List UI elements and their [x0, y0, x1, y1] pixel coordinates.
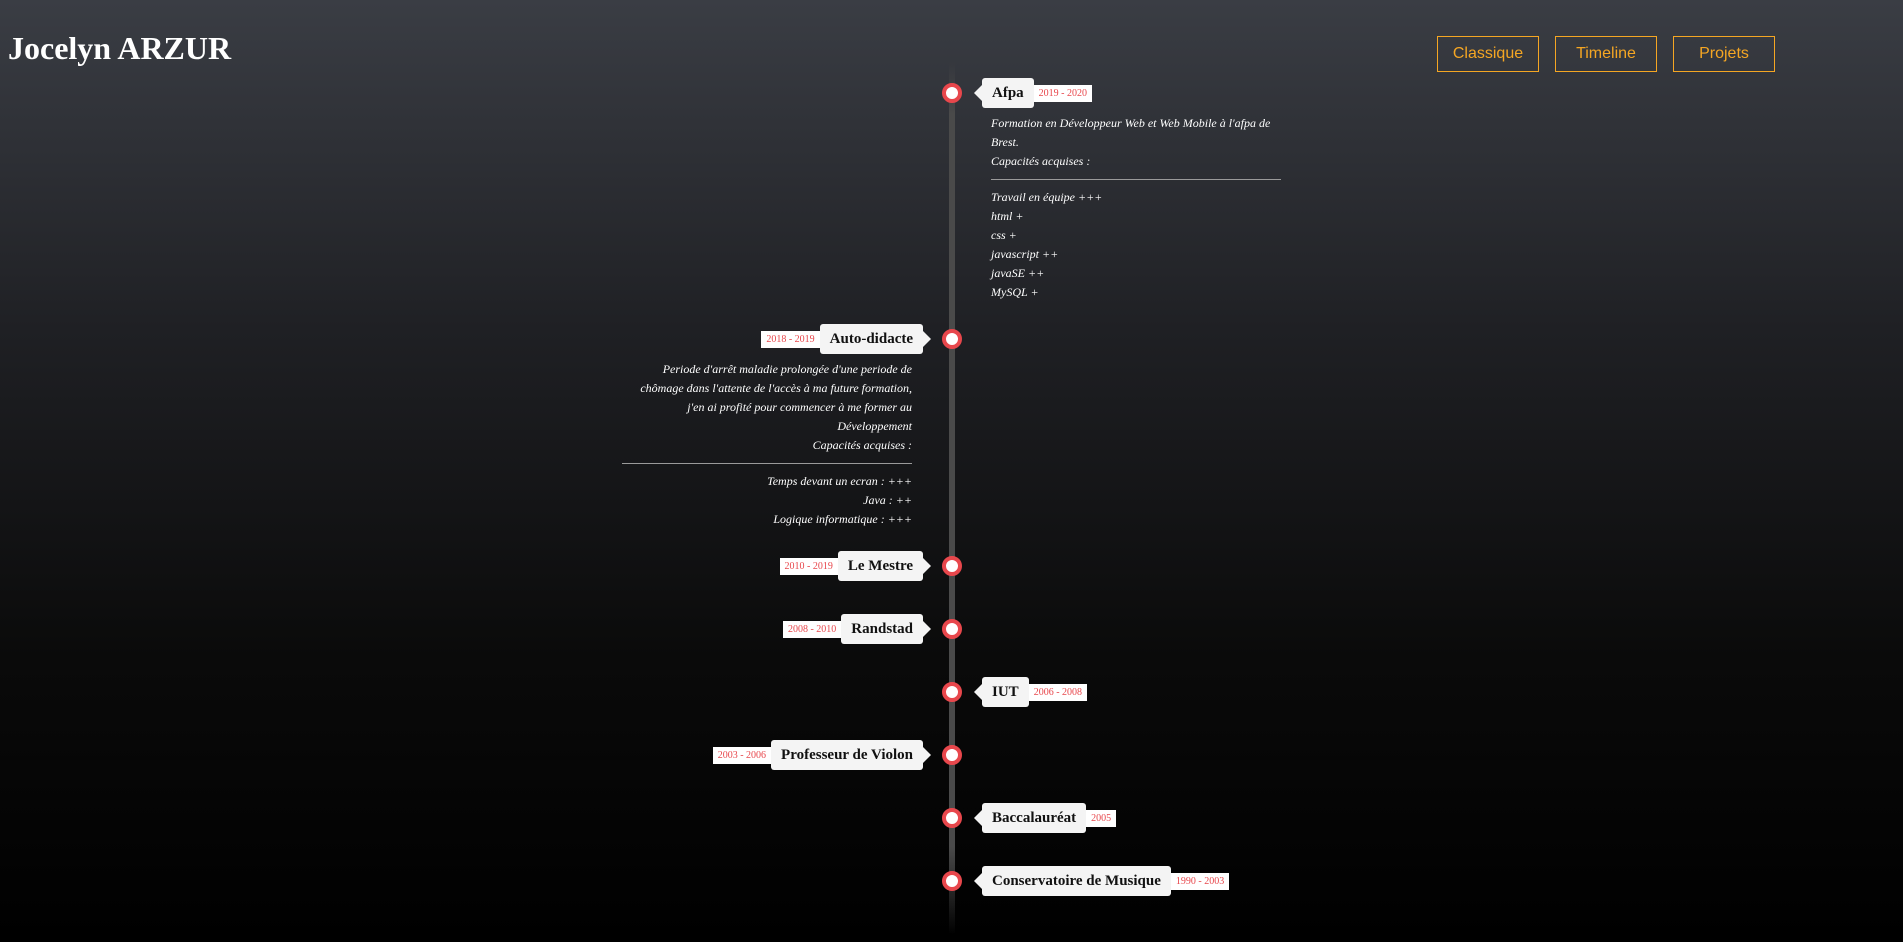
entry-date: 2006 - 2008: [1028, 683, 1088, 701]
skill-item: html +: [991, 209, 1024, 223]
description-line: chômage dans l'attente de l'accès à ma f…: [640, 381, 912, 395]
timeline-dot-iut: [942, 682, 962, 702]
nav-classique-button[interactable]: Classique: [1437, 36, 1539, 72]
timeline-entry-randstad[interactable]: 2008 - 2010 Randstad: [782, 614, 931, 644]
description-line: Brest.: [991, 135, 1019, 149]
entry-title: Baccalauréat: [973, 803, 1087, 833]
timeline-entry-bac[interactable]: Baccalauréat 2005: [973, 803, 1117, 833]
entry-date: 1990 - 2003: [1170, 872, 1230, 890]
timeline-entry-lemestre[interactable]: 2010 - 2019 Le Mestre: [779, 551, 932, 581]
entry-date: 2005: [1086, 809, 1117, 827]
skill-item: css +: [991, 228, 1017, 242]
description-line: Formation en Développeur Web et Web Mobi…: [991, 116, 1271, 130]
page-title: Jocelyn ARZUR: [8, 30, 232, 66]
timeline-line: [949, 62, 955, 934]
entry-title: Professeur de Violon: [771, 740, 931, 770]
entry-date: 2019 - 2020: [1033, 84, 1093, 102]
capacities-label: Capacités acquises :: [812, 438, 912, 452]
divider: [622, 463, 912, 464]
entry-description-autodidacte: Periode d'arrêt maladie prolongée d'une …: [622, 360, 912, 529]
divider: [991, 179, 1281, 180]
description-line: Periode d'arrêt maladie prolongée d'une …: [662, 362, 912, 376]
skill-item: Logique informatique : +++: [773, 512, 912, 526]
entry-description-afpa: Formation en Développeur Web et Web Mobi…: [991, 114, 1281, 302]
timeline-dot-violon: [942, 745, 962, 765]
entry-title: Afpa: [974, 78, 1034, 108]
timeline-dot-bac: [942, 808, 962, 828]
entry-title: Auto-didacte: [819, 324, 932, 354]
skill-item: Java : ++: [863, 493, 912, 507]
timeline-dot-lemestre: [942, 556, 962, 576]
skill-item: Temps devant un ecran : +++: [767, 474, 912, 488]
timeline-dot-autodidacte: [942, 329, 962, 349]
entry-date: 2003 - 2006: [712, 746, 772, 764]
capacities-label: Capacités acquises :: [991, 154, 1091, 168]
skill-item: javaSE ++: [991, 266, 1045, 280]
skill-item: javascript ++: [991, 247, 1059, 261]
timeline-dot-afpa: [942, 83, 962, 103]
timeline-entry-autodidacte[interactable]: 2018 - 2019 Auto-didacte: [761, 324, 932, 354]
timeline-dot-randstad: [942, 619, 962, 639]
nav-timeline-button[interactable]: Timeline: [1555, 36, 1657, 72]
timeline-entry-iut[interactable]: IUT 2006 - 2008: [974, 677, 1088, 707]
entry-title: IUT: [974, 677, 1029, 707]
timeline-entry-conservatoire[interactable]: Conservatoire de Musique 1990 - 2003: [974, 866, 1230, 896]
timeline-entry-afpa[interactable]: Afpa 2019 - 2020: [974, 78, 1093, 108]
top-nav: Classique Timeline Projets: [1437, 36, 1775, 72]
skill-item: Travail en équipe +++: [991, 190, 1103, 204]
nav-projets-button[interactable]: Projets: [1673, 36, 1775, 72]
entry-title: Randstad: [841, 614, 931, 644]
description-line: j'en ai profité pour commencer à me form…: [687, 400, 912, 414]
timeline-dot-conservatoire: [942, 871, 962, 891]
entry-title: Conservatoire de Musique: [974, 866, 1171, 896]
entry-date: 2010 - 2019: [779, 557, 838, 575]
timeline-entry-violon[interactable]: 2003 - 2006 Professeur de Violon: [712, 740, 931, 770]
entry-date: 2018 - 2019: [761, 330, 820, 348]
entry-title: Le Mestre: [837, 551, 932, 581]
entry-date: 2008 - 2010: [782, 620, 842, 638]
skill-item: MySQL +: [991, 285, 1039, 299]
description-line: Développement: [837, 419, 912, 433]
